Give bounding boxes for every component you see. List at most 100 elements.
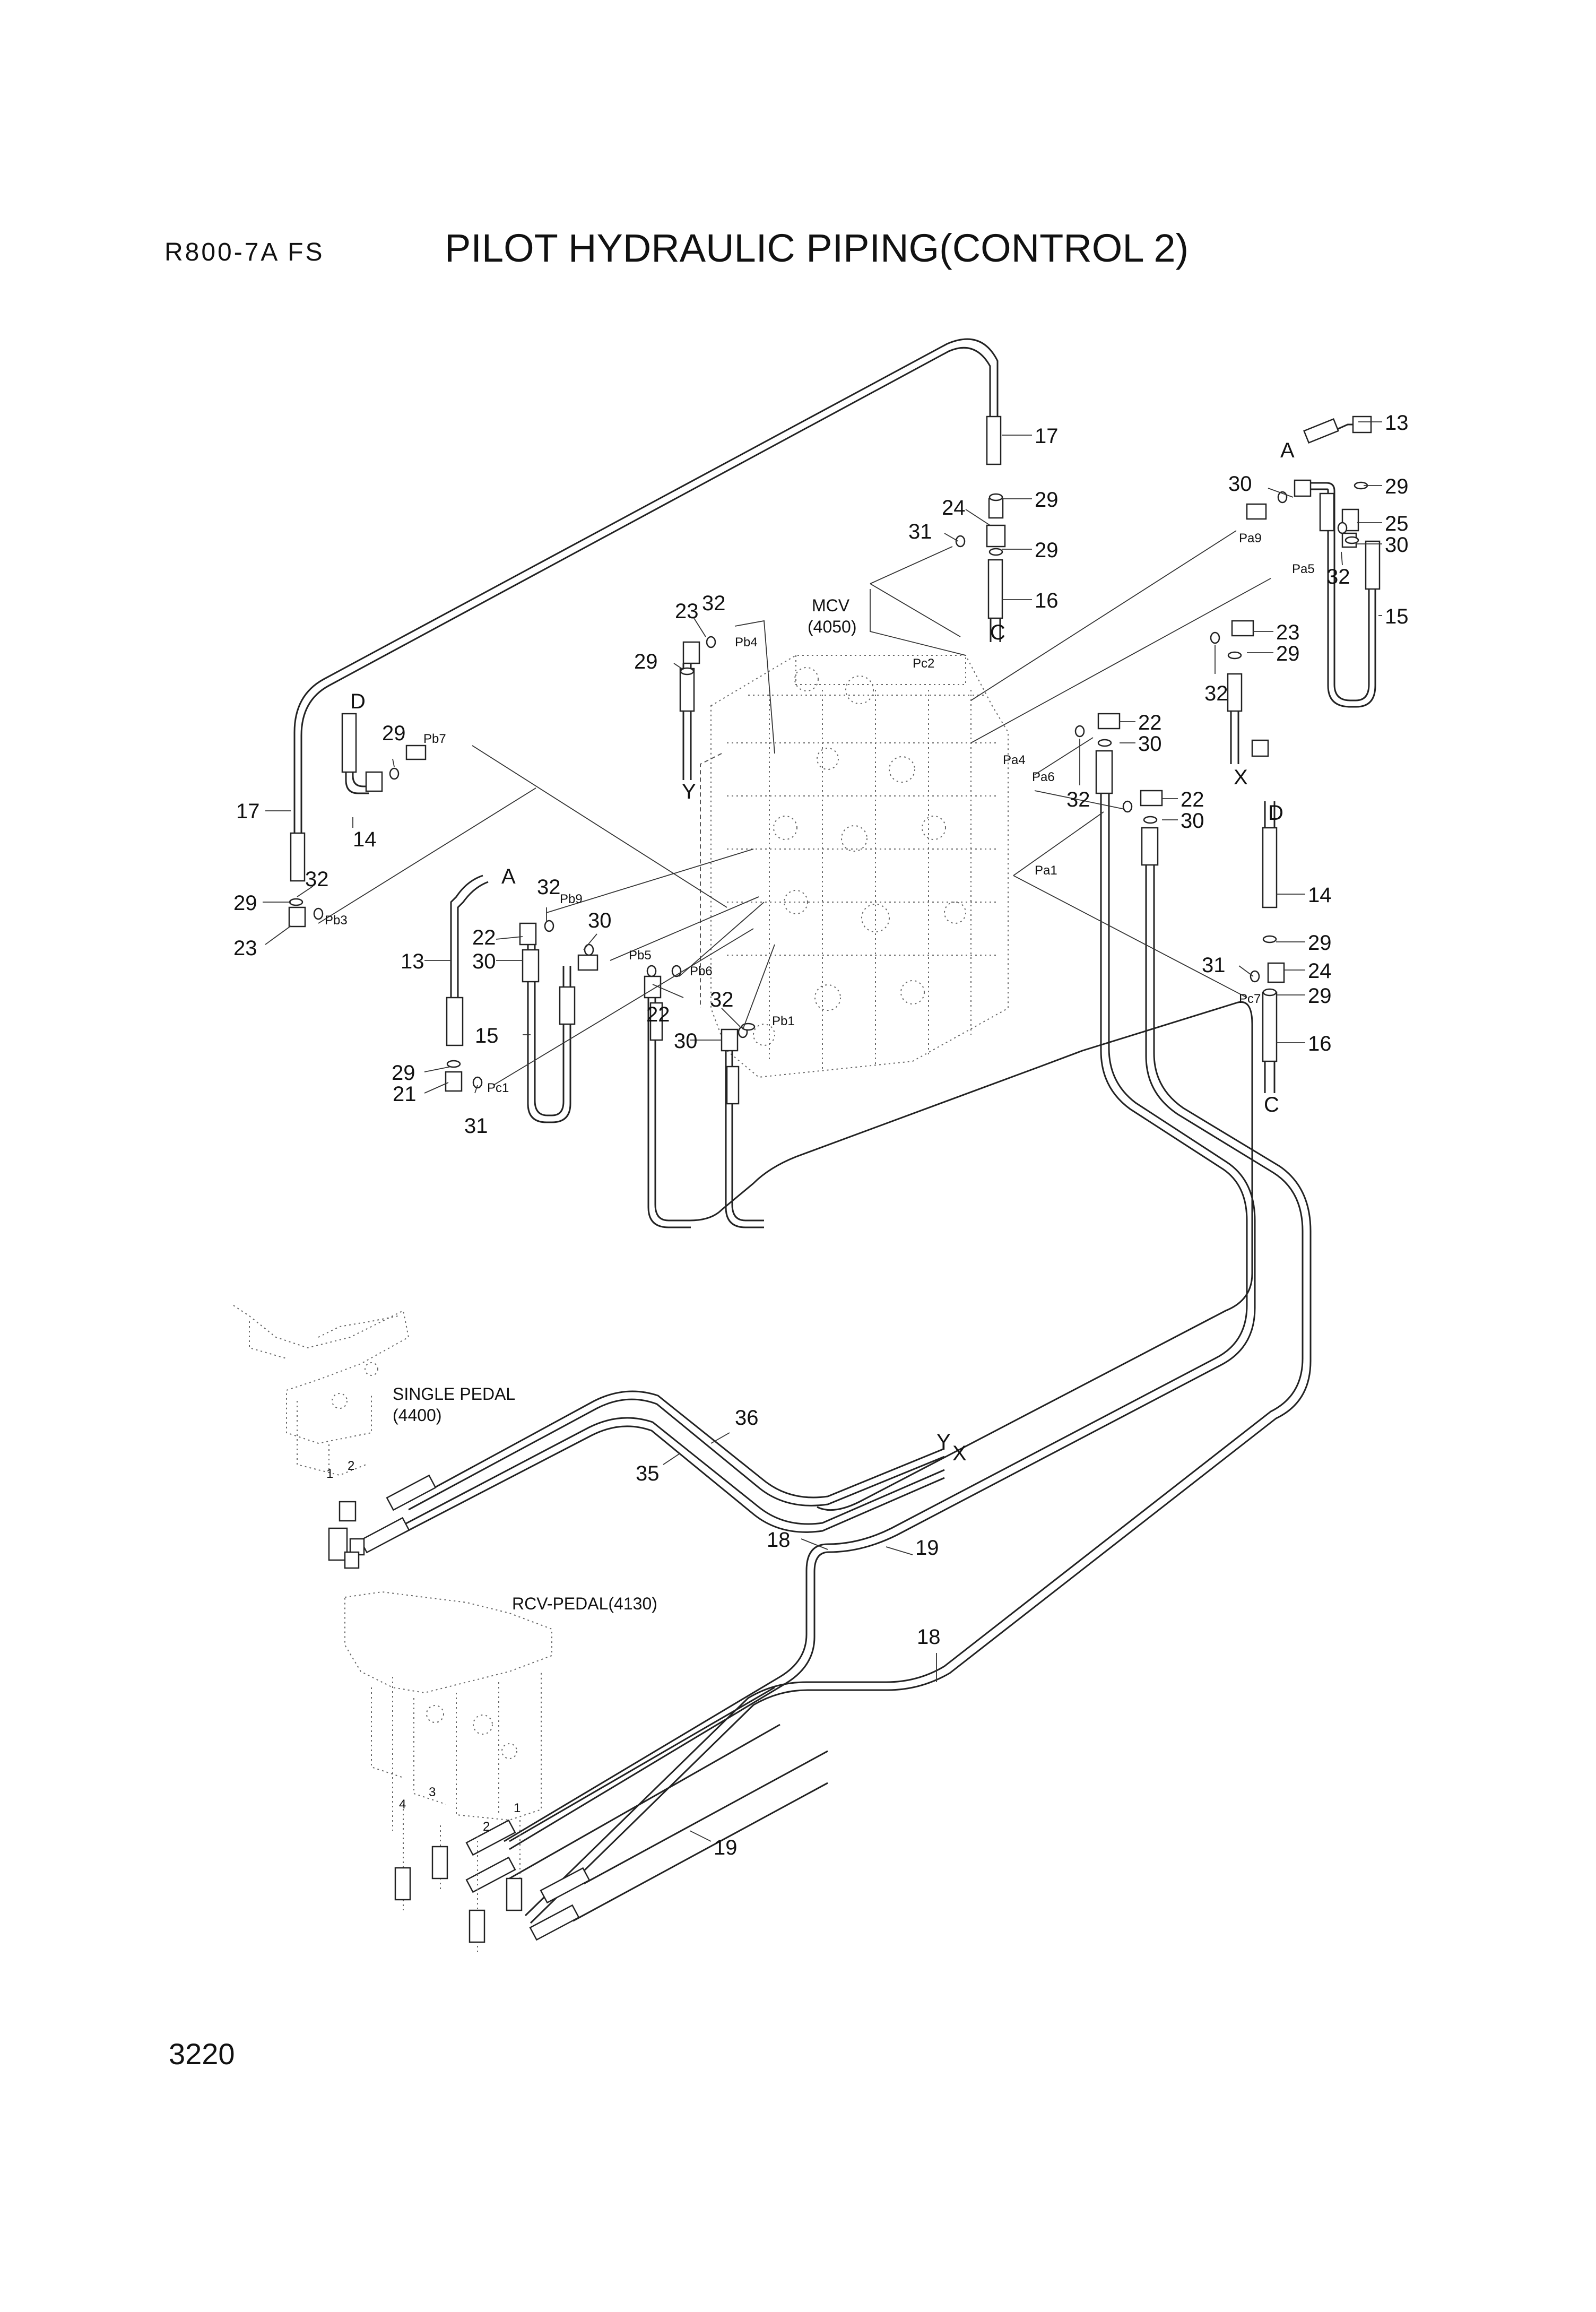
port-pb3: Pb3	[325, 913, 348, 928]
callout-36: 36	[735, 1406, 759, 1430]
callout-leaders	[263, 421, 1382, 1842]
callout-19: 19	[714, 1836, 738, 1859]
callout-32: 32	[537, 876, 561, 899]
callout-29: 29	[1035, 539, 1059, 562]
hose-rcv-bottom	[465, 1686, 828, 1941]
callout-13: 13	[1385, 411, 1409, 435]
callout-21: 21	[393, 1083, 417, 1106]
single-pedal-label: SINGLE PEDAL	[393, 1384, 515, 1404]
port-pb5: Pb5	[629, 948, 652, 963]
port-pa1: Pa1	[1035, 863, 1057, 878]
callout-30: 30	[588, 909, 612, 932]
callout-30: 30	[1385, 533, 1409, 557]
pedal-port-numbers: 1 2 1 2 3 4	[326, 1459, 521, 1834]
callout-16: 16	[1308, 1032, 1332, 1055]
callout-24: 24	[1308, 959, 1332, 983]
callout-29: 29	[1308, 984, 1332, 1008]
callout-23: 23	[675, 600, 699, 623]
callout-14: 14	[353, 828, 377, 851]
callout-29: 29	[1308, 931, 1332, 955]
hoses-right-14-16	[987, 559, 1278, 1093]
o-rings	[289, 481, 1368, 1089]
page-number: 3220	[169, 2037, 235, 2071]
single-pedal-assembly	[233, 1305, 410, 1569]
callout-29: 29	[634, 650, 658, 673]
callout-22: 22	[1138, 711, 1162, 734]
port-pa9: Pa9	[1239, 531, 1262, 545]
callout-19: 19	[915, 1536, 939, 1560]
tag-a-right: A	[1280, 439, 1295, 462]
callout-29: 29	[1276, 642, 1300, 665]
callout-30: 30	[1181, 809, 1204, 833]
tag-y-top: Y	[682, 780, 696, 803]
callout-31: 31	[1202, 954, 1226, 977]
rp-port-4: 4	[399, 1797, 406, 1812]
callout-30: 30	[1138, 732, 1162, 756]
callout-29: 29	[392, 1061, 415, 1085]
callout-30: 30	[1228, 472, 1252, 496]
sp-port-2: 2	[348, 1459, 354, 1473]
rcv-pedal-assembly	[344, 1591, 552, 1953]
callout-35: 35	[636, 1462, 660, 1485]
callout-24: 24	[942, 496, 966, 519]
hose-18-19-lower	[504, 750, 1312, 1924]
tag-d-right: D	[1268, 801, 1283, 825]
port-pa4: Pa4	[1003, 753, 1026, 767]
hose-13-top-right	[1303, 415, 1372, 444]
callout-30: 30	[472, 950, 496, 973]
callout-17: 17	[1035, 425, 1059, 448]
callout-15: 15	[1385, 605, 1409, 628]
port-pb7: Pb7	[423, 732, 446, 746]
part-callouts: 17 29 24 31 29 16 13 29 30 25 30 32 15 2…	[233, 411, 1409, 1859]
callout-29: 29	[233, 891, 257, 915]
port-pa5: Pa5	[1292, 562, 1315, 576]
callout-18: 18	[767, 1528, 791, 1552]
callout-14: 14	[1308, 884, 1332, 907]
callout-32: 32	[1204, 682, 1228, 705]
callout-17: 17	[236, 800, 260, 823]
callout-32: 32	[710, 988, 734, 1011]
callout-31: 31	[464, 1114, 488, 1138]
mcv-code: (4050)	[808, 617, 857, 636]
callout-25: 25	[1385, 512, 1409, 535]
callout-32: 32	[702, 592, 726, 615]
port-pb1: Pb1	[772, 1014, 795, 1028]
callout-32: 32	[305, 868, 329, 891]
rp-port-3: 3	[429, 1785, 436, 1799]
callout-30: 30	[674, 1029, 698, 1053]
callout-32: 32	[1066, 788, 1090, 811]
port-pc2: Pc2	[913, 656, 934, 671]
callout-13: 13	[401, 950, 424, 973]
port-pc7: Pc7	[1239, 992, 1261, 1006]
callout-23: 23	[1276, 621, 1300, 644]
port-pb9: Pb9	[560, 892, 583, 906]
rp-port-1: 1	[514, 1801, 521, 1815]
port-pc1: Pc1	[487, 1081, 509, 1095]
callout-15: 15	[475, 1024, 499, 1047]
page-title: PILOT HYDRAULIC PIPING(CONTROL 2)	[445, 226, 1189, 270]
callout-29: 29	[1035, 488, 1059, 512]
callout-29: 29	[1385, 475, 1409, 498]
callout-22: 22	[1181, 788, 1204, 811]
callout-18: 18	[917, 1625, 941, 1649]
hoses-left-13-15	[341, 663, 695, 1123]
callout-29: 29	[382, 722, 406, 745]
port-labels: Pb4 Pc2 Pa9 Pa5 Pb7 Pa4 Pa6 Pb3 Pb9 Pb5 …	[325, 531, 1315, 1095]
tag-y-bottom: Y	[936, 1430, 951, 1453]
hose-35-36	[359, 998, 1253, 1554]
tag-x-top: X	[1234, 766, 1248, 789]
port-pb4: Pb4	[735, 635, 758, 650]
single-pedal-code: (4400)	[393, 1406, 442, 1425]
rp-port-2: 2	[483, 1820, 490, 1834]
tag-x-bottom: X	[952, 1442, 967, 1465]
hose-17-upper	[290, 338, 1002, 882]
rcv-pedal-label: RCV-PEDAL(4130)	[512, 1594, 657, 1613]
tag-c-right: C	[1264, 1093, 1279, 1116]
port-pa6: Pa6	[1032, 770, 1055, 784]
model-code: R800-7A FS	[164, 238, 325, 266]
callout-23: 23	[233, 937, 257, 960]
callout-22: 22	[646, 1003, 670, 1026]
callout-31: 31	[908, 520, 932, 543]
